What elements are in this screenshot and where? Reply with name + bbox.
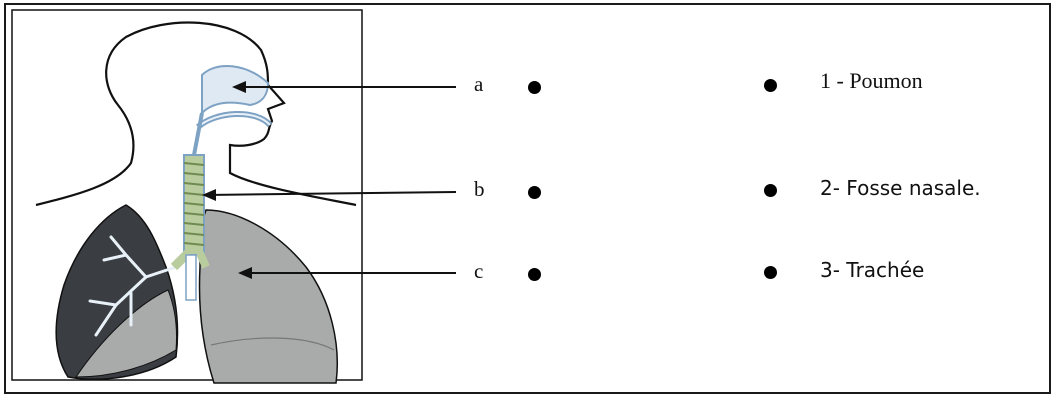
- label-b: b: [474, 177, 485, 201]
- body-outline: [35, 21, 357, 207]
- connector-dot-a[interactable]: [528, 81, 541, 94]
- connector-dot-2[interactable]: [764, 184, 777, 197]
- connector-dot-c[interactable]: [528, 268, 541, 281]
- exercise-frame: a b c 1 - Poumon 2- Fosse nasale. 3- Tra…: [4, 3, 1051, 394]
- nasal-cavity: [201, 64, 270, 116]
- connector-dot-3[interactable]: [764, 266, 777, 279]
- option-1: 1 - Poumon: [820, 68, 923, 93]
- option-2: 2- Fosse nasale.: [820, 176, 981, 200]
- respiratory-system-illustration: [11, 9, 457, 384]
- option-3: 3- Trachée: [820, 258, 925, 282]
- connector-dot-1[interactable]: [764, 79, 777, 92]
- connector-dot-b[interactable]: [528, 186, 541, 199]
- illustration-box: [11, 9, 363, 381]
- label-a: a: [474, 72, 484, 96]
- right-lung: [198, 209, 338, 384]
- arrow-b: [205, 191, 457, 196]
- label-c: c: [474, 259, 484, 283]
